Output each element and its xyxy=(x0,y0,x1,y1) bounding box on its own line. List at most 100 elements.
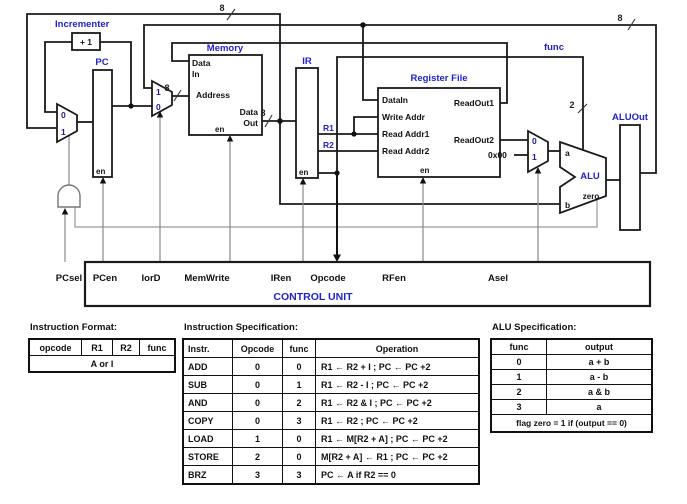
pc-en-port: en xyxy=(96,167,105,176)
mux1-input1-label: 1 xyxy=(61,127,66,137)
pc-register xyxy=(92,69,113,178)
diagram-labels: Incrementer + 1 PC Memory IR Register Fi… xyxy=(55,3,649,303)
alu-spec-title: ALU Specification: xyxy=(492,322,577,333)
table-row: 0 a + b xyxy=(490,354,653,370)
table-row: A or I xyxy=(28,355,176,373)
memory-en-port: en xyxy=(215,125,224,134)
col-func: func xyxy=(282,338,316,358)
wire-writeaddr xyxy=(353,116,378,134)
slash-address-bus xyxy=(173,89,182,102)
format-field-opcode: opcode xyxy=(28,338,82,356)
cell-instr: SUB xyxy=(182,375,233,394)
cell-func: 0 xyxy=(282,447,316,466)
wire-aluout-bus xyxy=(143,24,657,174)
arrow-asel xyxy=(534,167,542,174)
cell-instr: LOAD xyxy=(182,429,233,448)
cell-operation: R1 ← R2 & I ; PC ← PC +2 xyxy=(315,393,480,412)
cell-func: 0 xyxy=(490,354,547,370)
cell-instr: BRZ xyxy=(182,465,233,485)
table-row: 3 a xyxy=(490,399,653,415)
cell-opcode: 0 xyxy=(232,375,283,394)
table-row: LOAD 1 0 R1 ← M[R2 + A] ; PC ← PC +2 xyxy=(182,429,480,448)
pc-source-mux xyxy=(56,102,78,144)
arrow-iren xyxy=(299,178,307,185)
cell-instr: STORE xyxy=(182,447,233,466)
alu-label: ALU xyxy=(580,171,600,182)
control-unit-block xyxy=(83,260,652,308)
ir-label: IR xyxy=(302,56,312,67)
cell-func: 0 xyxy=(282,357,316,376)
memory-in-port: In xyxy=(192,69,200,79)
ir-en-port: en xyxy=(299,168,308,177)
signal-pcsel: PCsel xyxy=(56,273,82,284)
cell-zero-flag-note: flag zero = 1 if (output == 0) xyxy=(490,414,653,433)
ir-register xyxy=(295,67,319,179)
col-opcode: Opcode xyxy=(232,338,283,358)
alu-a-port: a xyxy=(565,148,570,158)
table-row: SUB 0 1 R1 ← R2 - I ; PC ← PC +2 xyxy=(182,375,480,394)
mux3-input0-label: 0 xyxy=(532,136,537,146)
func-wire-label: func xyxy=(544,42,564,53)
memory-dataout-port-1: Data xyxy=(240,107,259,117)
arrow-opcode xyxy=(333,254,341,262)
mux1-input0-label: 0 xyxy=(61,110,66,120)
cell-operation: PC ← A if R2 == 0 xyxy=(315,465,480,485)
table-row: 1 a - b xyxy=(490,369,653,385)
cell-opcode: 0 xyxy=(232,393,283,412)
const-0x00-label: 0x00 xyxy=(488,150,507,160)
aluout-label: ALUOut xyxy=(612,112,649,123)
memory-block xyxy=(188,54,263,136)
alu-zero-port: zero xyxy=(583,192,600,201)
arrow-rfen xyxy=(419,177,427,184)
pc-label: PC xyxy=(95,57,108,68)
cell-func: 3 xyxy=(282,411,316,430)
regfile-en-port: en xyxy=(420,166,429,175)
alu-spec-table: func output 0 a + b 1 a - b 2 a & b 3 a … xyxy=(490,338,653,433)
r2-wire-label: R2 xyxy=(323,140,334,150)
format-field-aori: A or I xyxy=(28,355,176,373)
format-field-r1: R1 xyxy=(81,338,113,356)
memory-data-port: Data xyxy=(192,58,211,68)
col-func: func xyxy=(490,338,547,355)
slash-aluout-bus xyxy=(627,18,636,31)
aluout-register xyxy=(619,124,641,231)
cell-operation: R1 ← M[R2 + A] ; PC ← PC +2 xyxy=(315,429,480,448)
cell-opcode: 3 xyxy=(232,465,283,485)
bus2-func: 2 xyxy=(569,100,574,110)
junction-memory-out xyxy=(277,118,283,124)
cell-opcode: 1 xyxy=(232,429,283,448)
incrementer-label: Incrementer xyxy=(55,19,110,30)
alu-b-port: b xyxy=(565,200,570,210)
mux2-input0-label: 0 xyxy=(156,102,161,112)
table-row: opcode R1 R2 func xyxy=(28,338,176,356)
signal-memwrite: MemWrite xyxy=(184,273,229,284)
format-field-r2: R2 xyxy=(112,338,140,356)
incrementer-box xyxy=(71,32,101,51)
cell-instr: ADD xyxy=(182,357,233,376)
cell-operation: M[R2 + A] ← R1 ; PC ← PC +2 xyxy=(315,447,480,466)
table-header-row: Instr. Opcode func Operation xyxy=(182,338,480,358)
signal-iord: IorD xyxy=(142,273,161,284)
bus8-dataout: 8 xyxy=(260,108,265,118)
instruction-format-title: Instruction Format: xyxy=(30,322,118,333)
arrow-pcsel xyxy=(61,208,69,215)
signal-iren: IRen xyxy=(271,273,292,284)
regfile-readaddr2-port: Read Addr2 xyxy=(382,146,430,156)
cell-func: 3 xyxy=(490,399,547,415)
and-gate xyxy=(57,184,81,208)
cell-output: a xyxy=(546,399,653,415)
table-row: AND 0 2 R1 ← R2 & I ; PC ← PC +2 xyxy=(182,393,480,412)
junction-r1 xyxy=(351,131,357,137)
cell-operation: R1 ← R2 - I ; PC ← PC +2 xyxy=(315,375,480,394)
cell-instr: COPY xyxy=(182,411,233,430)
junction-aluout-bus xyxy=(360,22,366,28)
arrow-memwrite xyxy=(226,135,234,142)
cell-opcode: 0 xyxy=(232,411,283,430)
signal-pcen: PCen xyxy=(93,273,117,284)
instruction-format-section: Instruction Format: opcode R1 R2 func A … xyxy=(28,322,176,373)
cell-opcode: 0 xyxy=(232,357,283,376)
table-row: 2 a & b xyxy=(490,384,653,400)
memory-dataout-port-2: Out xyxy=(243,118,258,128)
cell-operation: R1 ← R2 + I ; PC ← PC +2 xyxy=(315,357,480,376)
